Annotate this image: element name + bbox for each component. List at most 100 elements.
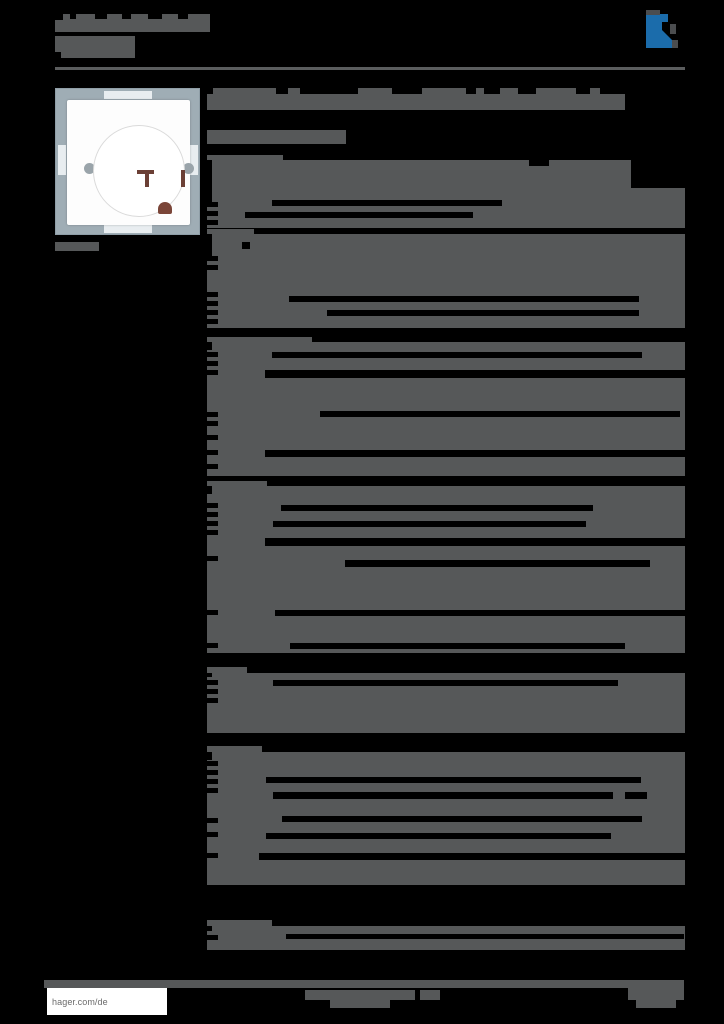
row-gap	[207, 521, 218, 526]
value-gap	[266, 777, 641, 783]
row-gap	[207, 220, 218, 225]
frame-lug-bottom	[104, 225, 152, 233]
row-gap	[207, 234, 212, 256]
value-gap	[266, 833, 611, 839]
footer-center-text-3	[420, 990, 440, 1000]
page-title-gap	[576, 88, 590, 94]
value-gap	[282, 816, 642, 822]
product-image	[55, 88, 200, 235]
page-header	[0, 0, 724, 72]
title-gap	[70, 14, 76, 19]
row-gap	[207, 421, 218, 426]
row-gap	[207, 788, 218, 793]
page-title-gap	[484, 88, 500, 94]
row-gap	[207, 265, 218, 270]
title-gap	[55, 14, 63, 20]
subtitle-gap	[55, 52, 61, 60]
page-title-gap	[276, 88, 288, 94]
row-gap	[207, 512, 218, 517]
value-gap	[272, 200, 438, 206]
row-gap	[207, 935, 218, 940]
socket-slot-line	[181, 170, 185, 187]
row-gap	[207, 202, 218, 207]
value-gap	[273, 792, 613, 799]
row-gap	[207, 926, 212, 931]
title-gap	[122, 14, 131, 19]
row-gap	[207, 310, 218, 315]
value-gap	[272, 352, 642, 358]
title-gap	[95, 14, 107, 19]
row-gap	[207, 761, 218, 766]
header-divider	[55, 67, 685, 70]
product-caption	[55, 242, 99, 251]
row-gap	[207, 319, 218, 324]
frame-lug-top	[104, 91, 152, 99]
row-gap	[207, 292, 218, 297]
socket-ground-hole	[158, 202, 172, 214]
frame-lug-left	[58, 145, 66, 175]
title-gap	[148, 14, 162, 19]
value-gap	[286, 934, 684, 939]
page-title-gap	[518, 88, 536, 94]
value-gap	[273, 521, 586, 527]
row-gap	[207, 698, 218, 703]
value-gap	[245, 212, 473, 218]
row-gap	[207, 450, 218, 455]
socket-slot-neutral-horizontal	[137, 170, 154, 174]
section-heading	[207, 920, 272, 931]
row-gap	[207, 779, 218, 784]
hager-logo-icon	[642, 10, 688, 52]
row-gap	[529, 160, 549, 166]
row-gap	[207, 832, 218, 837]
section-heading	[207, 746, 262, 757]
row-gap	[207, 412, 218, 417]
footer-url-box[interactable]: hager.com/de	[47, 988, 167, 1015]
value-gap	[289, 296, 639, 302]
title-gap	[178, 14, 188, 19]
row-gap	[207, 160, 212, 202]
row-gap	[631, 160, 685, 188]
row-gap	[207, 853, 218, 858]
section-heading	[207, 667, 247, 678]
row-gap	[207, 352, 218, 357]
row-gap	[207, 464, 218, 469]
value-gap	[265, 538, 685, 546]
row-gap	[207, 530, 218, 535]
page-subtitle	[207, 130, 346, 144]
row-gap	[207, 610, 218, 615]
socket-slot-neutral-vertical	[145, 170, 149, 187]
value-gap	[265, 450, 685, 457]
row-gap	[207, 752, 212, 760]
socket-cover-plate	[67, 100, 194, 225]
value-gap	[345, 560, 650, 567]
row-gap	[207, 435, 218, 440]
page-title-gap	[600, 88, 626, 94]
footer-center-text	[305, 990, 415, 1000]
value-gap	[290, 643, 625, 649]
spec-section	[207, 486, 685, 653]
row-gap	[207, 256, 218, 261]
value-gap	[327, 310, 639, 316]
socket-screw-left	[84, 163, 95, 174]
row-gap	[207, 770, 218, 775]
footer-page-number	[628, 988, 684, 1000]
socket-screw-right	[183, 163, 194, 174]
row-gap	[207, 342, 212, 350]
footer-divider	[44, 980, 684, 988]
page-title-gap	[466, 88, 476, 94]
brand-title	[55, 14, 210, 32]
row-gap	[207, 301, 218, 306]
value-gap	[281, 505, 593, 511]
row-gap	[242, 242, 250, 249]
row-gap	[207, 370, 218, 375]
value-gap	[265, 370, 685, 378]
brand-subtitle	[55, 36, 135, 58]
value-gap	[259, 853, 685, 860]
footer-url-link[interactable]: hager.com/de	[52, 996, 108, 1007]
row-gap	[207, 503, 218, 508]
value-gap	[273, 680, 618, 686]
value-gap	[320, 411, 680, 417]
row-gap	[207, 689, 218, 694]
socket-mounting-frame	[55, 88, 200, 235]
